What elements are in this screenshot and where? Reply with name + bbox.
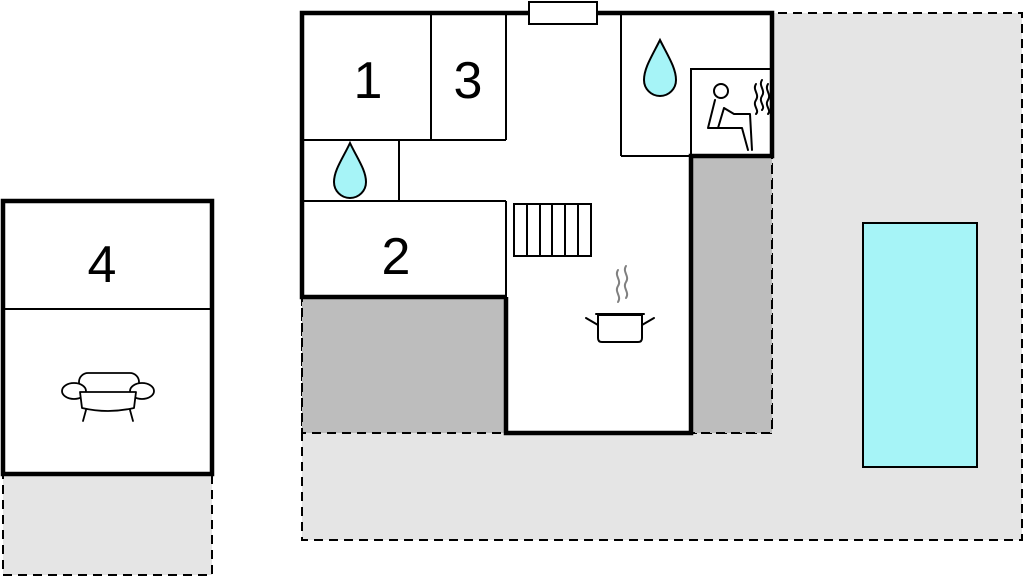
stairs-icon xyxy=(513,203,592,257)
sauna-icon xyxy=(707,79,771,151)
chimney xyxy=(528,1,598,25)
cooking-pot-icon xyxy=(585,265,655,343)
swimming-pool xyxy=(862,222,978,468)
annex-building xyxy=(0,198,215,477)
water-drop-icon xyxy=(642,37,678,97)
room-3-label: 3 xyxy=(454,52,483,110)
interior-walls xyxy=(302,13,772,297)
covered-terrace-left xyxy=(301,296,507,434)
covered-terrace-right xyxy=(690,155,773,434)
sofa-icon xyxy=(61,372,155,422)
room-4-label: 4 xyxy=(88,236,117,294)
room-2-label: 2 xyxy=(382,228,411,286)
room-1-label: 1 xyxy=(354,52,383,110)
exterior-wall xyxy=(299,10,775,436)
annex-terrace xyxy=(2,473,213,576)
water-drop-icon xyxy=(332,140,368,199)
